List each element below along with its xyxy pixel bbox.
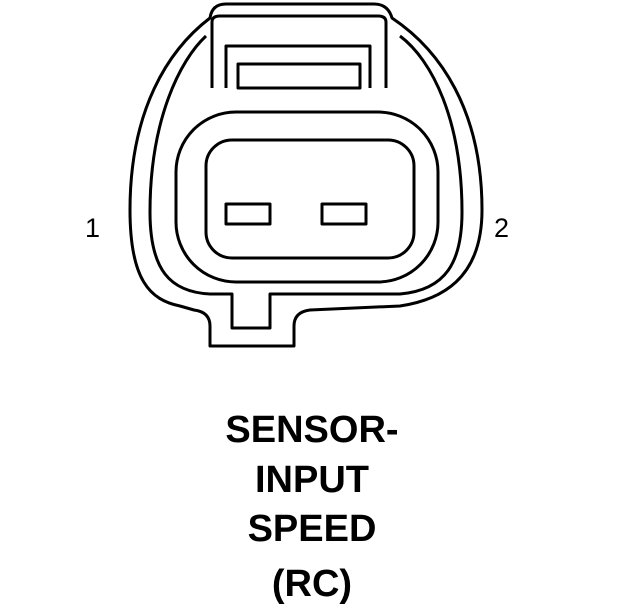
latch-inner	[224, 44, 372, 88]
title-line-rc: (RC)	[271, 563, 353, 605]
latch-tab	[236, 62, 362, 90]
pin-1-terminal	[224, 202, 272, 226]
terminal-cavity-outer	[174, 110, 440, 284]
connector-inner-housing	[148, 34, 464, 330]
connector-outer-housing	[128, 2, 484, 348]
title-line-speed: SPEED	[247, 508, 377, 550]
title-line-sensor: SENSOR-	[225, 409, 399, 451]
pin-label-1: 1	[85, 213, 101, 243]
pin-label-2: 2	[494, 213, 510, 243]
title-line-input: INPUT	[255, 459, 369, 501]
terminal-cavity-inner	[204, 138, 416, 260]
latch-outer	[210, 14, 388, 88]
pin-2-terminal	[320, 202, 368, 226]
